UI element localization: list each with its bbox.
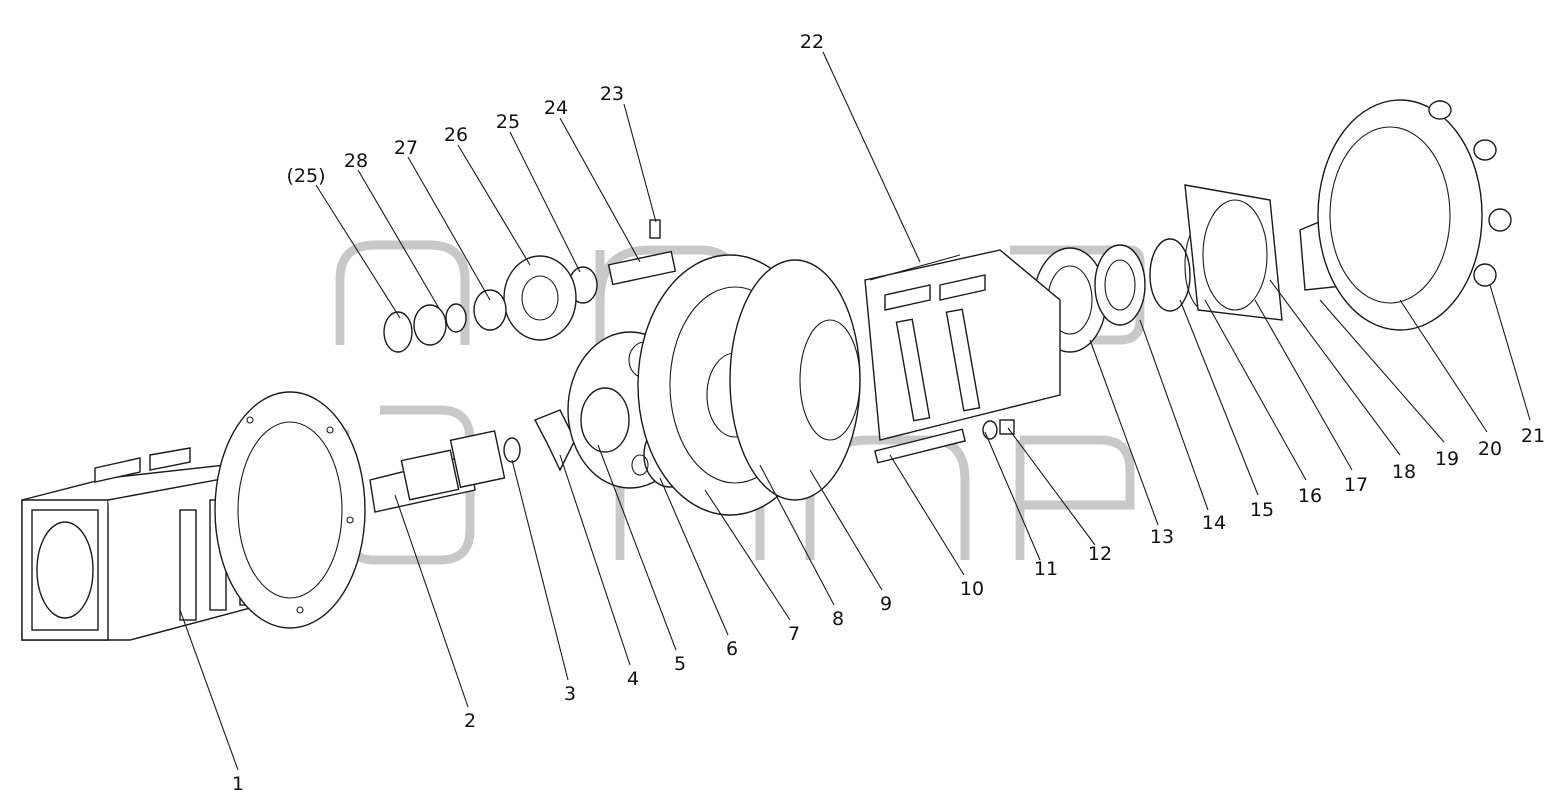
part-motor-body (864, 249, 1061, 441)
label-9: 9 (880, 593, 892, 615)
label-16: 16 (1298, 485, 1322, 507)
label-4: 4 (627, 668, 639, 690)
label-25: 25 (496, 111, 520, 133)
label-1: 1 (232, 773, 244, 795)
label-22: 22 (800, 31, 824, 53)
label-19: 19 (1435, 448, 1459, 470)
label-5: 5 (674, 653, 686, 675)
label-27: 27 (394, 137, 418, 159)
label-7: 7 (788, 623, 800, 645)
part-ring-gear (637, 254, 861, 516)
label-18: 18 (1392, 461, 1416, 483)
part-pin-and-gears (383, 219, 677, 353)
label-3: 3 (564, 683, 576, 705)
label-2: 2 (464, 710, 476, 732)
part-washer-3 (503, 437, 521, 463)
label-23: 23 (600, 83, 624, 105)
part-lock-plate (534, 409, 576, 472)
part-housing (21, 391, 366, 641)
label-8: 8 (832, 608, 844, 630)
label-11: 11 (1034, 558, 1058, 580)
label-6: 6 (726, 638, 738, 660)
label-12: 12 (1088, 543, 1112, 565)
label-26: 26 (444, 124, 468, 146)
label-10: 10 (960, 578, 984, 600)
label-21: 21 (1521, 425, 1545, 447)
callout-labels: 1 2 3 4 5 6 7 8 9 10 11 12 13 14 15 16 1… (232, 31, 1545, 795)
label-25-repeat: (25) (286, 165, 325, 187)
label-24: 24 (544, 97, 568, 119)
label-28: 28 (344, 150, 368, 172)
part-square-flange (1184, 184, 1283, 321)
label-17: 17 (1344, 474, 1368, 496)
label-15: 15 (1250, 499, 1274, 521)
part-output-hub (1299, 99, 1512, 331)
label-14: 14 (1202, 512, 1226, 534)
part-shaft (369, 430, 506, 513)
label-13: 13 (1150, 526, 1174, 548)
label-20: 20 (1478, 438, 1502, 460)
leader-lines (179, 51, 1531, 771)
